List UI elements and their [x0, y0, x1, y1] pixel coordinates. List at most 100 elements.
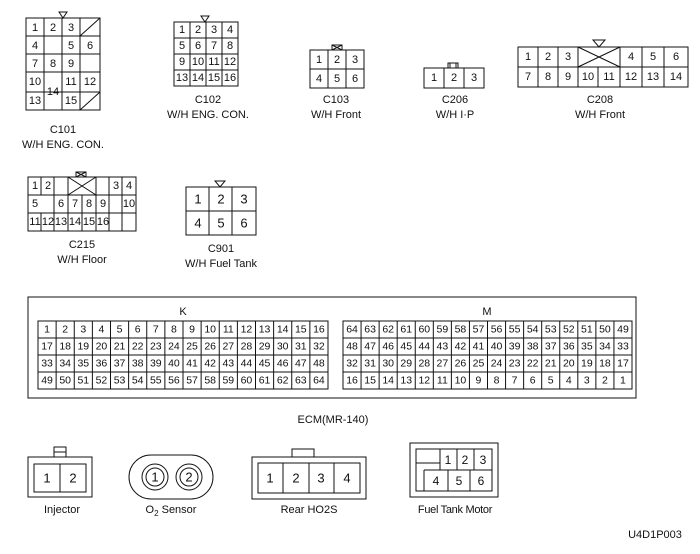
- rear-ho2s-pin: 1: [266, 471, 273, 486]
- ecm-m-pin: 33: [617, 341, 629, 353]
- ecm-m-pin: 21: [545, 358, 557, 370]
- ecm-m-pin: 2: [602, 375, 608, 387]
- ecm-k-pin: 5: [117, 324, 123, 336]
- ecm-k-pin: 36: [96, 358, 108, 370]
- c102-pin: 8: [227, 40, 233, 52]
- c103-pin: 1: [316, 54, 322, 66]
- c102-pin: 1: [179, 24, 185, 36]
- c102-label-id: C102: [195, 94, 221, 106]
- c103-pin: 4: [316, 73, 322, 85]
- ecm-m-pin: 39: [509, 341, 521, 353]
- ecm-section-m-label: M: [482, 306, 491, 318]
- rear-ho2s-pin: 3: [317, 471, 324, 486]
- c206-pin: 1: [431, 72, 437, 84]
- ecm-k-pin: 37: [114, 358, 126, 370]
- connector-c101: [25, 11, 101, 111]
- ecm-m-pin: 55: [509, 324, 521, 336]
- ecm-m-pin: 48: [346, 341, 358, 353]
- ecm-m-pin: 35: [581, 341, 593, 353]
- ecm-m-pin: 42: [455, 341, 467, 353]
- c206-body: [423, 67, 485, 89]
- c101-pin: 5: [68, 40, 74, 52]
- ecm-k-pin: 64: [313, 375, 325, 387]
- injector-connector: [27, 446, 93, 498]
- c102-pin: 3: [211, 24, 217, 36]
- ecm-k-pin: 38: [132, 358, 144, 370]
- c215-pin: 15: [83, 216, 95, 228]
- c103-label-harness: W/H Front: [311, 109, 361, 121]
- c206-label-harness: W/H I·P: [436, 109, 475, 121]
- ecm-connector: [27, 296, 637, 399]
- ecm-m-pin: 4: [566, 375, 572, 387]
- ecm-k-pin: 29: [259, 341, 271, 353]
- ecm-k-pin: 12: [241, 324, 253, 336]
- ecm-m-pin: 5: [548, 375, 554, 387]
- ecm-k-pin: 40: [168, 358, 180, 370]
- ecm-k-pin: 28: [241, 341, 253, 353]
- ecm-m-pin: 44: [418, 341, 430, 353]
- c101-pin: 7: [32, 58, 38, 70]
- c101-body: [25, 17, 101, 111]
- fuel-tank-motor-pin: 4: [433, 474, 440, 488]
- connector-c206: [423, 62, 485, 89]
- ecm-k-pin: 48: [313, 358, 325, 370]
- ecm-m-pin: 13: [400, 375, 412, 387]
- c101-blank-diag: [79, 91, 101, 111]
- c215-pin: 6: [58, 198, 64, 210]
- ecm-m-pin: 11: [437, 375, 448, 387]
- ecm-k-pin: 23: [150, 341, 162, 353]
- c901-pin: 6: [240, 216, 247, 231]
- ecm-m-pin: 10: [455, 375, 467, 387]
- c103-pin: 5: [334, 73, 340, 85]
- c901-pin: 2: [217, 192, 224, 207]
- ecm-m-pin: 23: [509, 358, 521, 370]
- c208-blank-diag: [577, 46, 621, 68]
- c102-pin: 6: [195, 40, 201, 52]
- c101-pin: 15: [65, 95, 77, 107]
- fuel-tank-motor-body: [409, 442, 499, 498]
- c101-pin: 8: [50, 58, 56, 70]
- injector-pin: 1: [43, 471, 50, 486]
- rear-ho2s-body: [251, 456, 367, 500]
- ecm-m-pin: 47: [364, 341, 376, 353]
- ecm-m-pin: 1: [620, 375, 626, 387]
- fuel-tank-motor-pin: 5: [456, 474, 463, 488]
- c101-pin: 9: [68, 58, 74, 70]
- ecm-k-pin: 45: [259, 358, 271, 370]
- c208-pin: 4: [628, 51, 634, 63]
- ecm-k-pin: 58: [204, 375, 216, 387]
- injector-body: [27, 456, 93, 498]
- c215-pin: 14: [69, 216, 81, 228]
- c102-lock-tab: [200, 15, 210, 23]
- c215-pin: 10: [123, 198, 135, 210]
- ecm-m-pin: 58: [455, 324, 467, 336]
- ecm-m-pin: 17: [617, 358, 629, 370]
- c215-pin: 5: [32, 198, 38, 210]
- ecm-k-pin: 62: [277, 375, 289, 387]
- ecm-m-pin: 60: [418, 324, 430, 336]
- ecm-k-pin: 11: [223, 324, 234, 336]
- ecm-m-pin: 34: [599, 341, 611, 353]
- c206-pin: 2: [451, 72, 457, 84]
- c206-label-id: C206: [442, 94, 468, 106]
- ecm-m-pin: 37: [545, 341, 557, 353]
- c102-label-harness: W/H ENG. CON.: [167, 109, 249, 121]
- ecm-k-pin: 61: [259, 375, 271, 387]
- ecm-m-pin: 59: [437, 324, 449, 336]
- ecm-k-pin: 46: [277, 358, 289, 370]
- ecm-m-pin: 43: [437, 341, 449, 353]
- connector-c103: [309, 44, 365, 89]
- fuel-tank-motor-pin: 3: [480, 453, 487, 467]
- ecm-k-pin: 35: [77, 358, 89, 370]
- c208-pin: 11: [603, 71, 614, 83]
- ecm-k-pin: 18: [59, 341, 71, 353]
- c215-pin: 7: [72, 198, 78, 210]
- ecm-k-pin: 6: [135, 324, 141, 336]
- ecm-k-pin: 9: [189, 324, 195, 336]
- ecm-m-pin: 24: [491, 358, 503, 370]
- c215-pin: 11: [29, 216, 40, 228]
- ecm-m-pin: 9: [476, 375, 482, 387]
- injector-pin: 2: [69, 471, 76, 486]
- ecm-m-pin: 19: [581, 358, 593, 370]
